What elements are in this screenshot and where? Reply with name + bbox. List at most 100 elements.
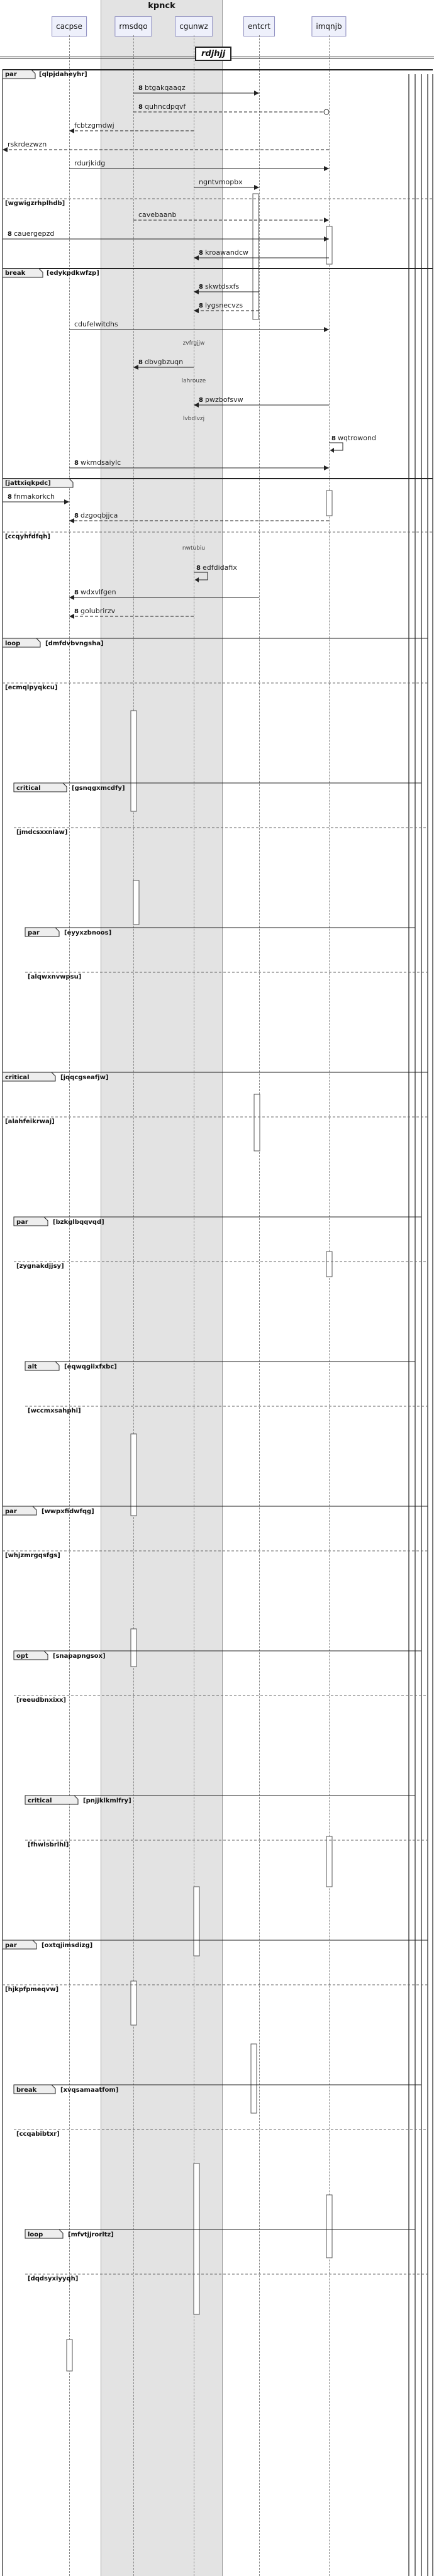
arrowhead-28 — [69, 595, 74, 600]
arrowhead-27 — [195, 577, 199, 582]
seq-number-23: 8 — [8, 494, 12, 501]
message-label-14: cdufelwitdhs — [74, 320, 118, 328]
activation-bar-1 — [326, 226, 333, 265]
lifeline-imqnjb — [329, 35, 330, 2576]
participant-cgunwz: cgunwz — [175, 16, 213, 36]
frame-top-11 — [3, 268, 433, 269]
message-label-12: skwtdsxfs — [205, 282, 240, 291]
activation-bar-7 — [130, 1433, 137, 1516]
arrowhead-4 — [3, 147, 8, 152]
nested-frame-keyword-8: critical — [28, 1797, 52, 1804]
nested-frame-keyword-5: alt — [28, 1363, 37, 1370]
frame-tab-0 — [2, 69, 36, 79]
nested-frame-guard-7: [snapapngsox] — [53, 1653, 106, 1660]
activation-bar-3 — [130, 710, 137, 812]
arrowhead-24 — [69, 518, 74, 523]
frame-divider-label-25: [ccqyhfdfqh] — [5, 533, 50, 540]
arrowhead-14 — [324, 327, 329, 332]
nested-frame-guard-1: [gsnqgxmcdfy] — [72, 785, 125, 792]
nested-divider-label-9: [hjkpfpmeqvw] — [5, 1986, 58, 1993]
diagram-title: rdjhjj — [195, 47, 232, 61]
seq-number-16: 8 — [138, 359, 143, 366]
nested-divider-label-2: [alqwxnvwpsu] — [28, 974, 81, 980]
nested-divider-label-7: [reeudbnxixx] — [16, 1697, 66, 1704]
message-label-10: kroawandcw — [205, 248, 248, 257]
frame-guard-11: [edykpdkwfzp] — [47, 270, 99, 277]
message-label-5: rdurjkidg — [74, 159, 105, 167]
nested-frame-keyword-4: par — [16, 1219, 28, 1226]
seq-number-12: 8 — [199, 284, 203, 291]
arrowhead-12 — [194, 289, 199, 294]
nested-frame-keyword-7: opt — [16, 1653, 28, 1660]
activation-bar-13 — [193, 2163, 200, 2315]
seq-number-28: 8 — [74, 589, 79, 596]
arrowhead-16 — [133, 365, 138, 370]
arrowhead-2 — [323, 109, 330, 115]
nested-frame-guard-9: [oxtqjimsdizg] — [42, 1942, 92, 1949]
arrowhead-5 — [324, 166, 329, 171]
participant-group-label: kpnck — [148, 1, 175, 11]
self-arrow-27 — [194, 572, 208, 580]
activation-bar-15 — [66, 2339, 73, 2372]
message-label-8: cavebaanb — [138, 211, 177, 219]
participant-group-box — [101, 0, 223, 2576]
seq-number-1: 8 — [138, 85, 143, 92]
nested-divider-label-6: [whjzmrgqsfgs] — [5, 1552, 60, 1559]
arrowhead-8 — [324, 218, 329, 223]
message-label-27: edfdidafix — [203, 564, 237, 572]
arrowhead-18 — [194, 402, 199, 408]
participant-rmsdqo: rmsdqo — [114, 16, 152, 36]
nested-divider-label-11: [dqdsyxiyyqh] — [28, 2275, 78, 2282]
nested-frame-guard-5: [eqwqgiixfxbc] — [64, 1363, 117, 1370]
activation-bar-4 — [133, 880, 140, 925]
arrowhead-23 — [64, 499, 69, 504]
message-label-29: golubrirzv — [81, 607, 116, 615]
arrowhead-9 — [324, 236, 329, 242]
message-label-9: cauergepzd — [14, 230, 54, 238]
nested-frame-keyword-9: par — [5, 1942, 17, 1949]
seq-number-29: 8 — [74, 608, 79, 615]
nested-frame-guard-0: [dmfdvbvngsha] — [45, 640, 104, 647]
participant-imqnjb: imqnjb — [311, 16, 347, 36]
seq-number-18: 8 — [199, 397, 203, 404]
seq-number-2: 8 — [138, 104, 143, 111]
arrowhead-13 — [194, 308, 199, 313]
lifeline-cacpse — [69, 35, 70, 2576]
activation-bar-12 — [250, 2043, 257, 2114]
self-arrow-20 — [329, 442, 343, 451]
seq-number-21: 8 — [74, 460, 79, 467]
message-label-6: ngntvmopbx — [199, 178, 243, 186]
frame-keyword-22: [jattxiqkpdc] — [5, 480, 51, 487]
activation-bar-9 — [326, 1836, 333, 1887]
activation-bar-6 — [326, 1251, 333, 1277]
arrowhead-29 — [69, 614, 74, 619]
seq-number-24: 8 — [74, 513, 79, 519]
arrowhead-6 — [254, 185, 259, 190]
frame-top-0 — [3, 69, 433, 70]
message-label-4: rskrdezwzn — [8, 140, 47, 148]
arrowhead-10 — [194, 255, 199, 260]
message-label-1: btgakqaaqz — [145, 84, 186, 92]
nested-frame-guard-4: [bzkglbqqvqd] — [53, 1219, 104, 1226]
nested-frame-keyword-10: break — [16, 2087, 37, 2094]
activation-bar-10 — [193, 1886, 200, 1957]
message-label-20: wqtrowond — [338, 434, 376, 442]
message-label-16: dbvgbzuqn — [145, 358, 183, 366]
message-label-28: wdxvlfgen — [81, 588, 116, 596]
activation-bar-5 — [253, 1094, 260, 1152]
comment-15: zvfrgjjw — [183, 340, 205, 347]
activation-bar-8 — [130, 1628, 137, 1667]
nested-divider-label-1: [jmdcsxxnlaw] — [16, 829, 67, 836]
nested-frame-keyword-1: critical — [16, 785, 41, 792]
frame-keyword-11: break — [5, 270, 26, 277]
arrowhead-1 — [254, 91, 259, 96]
message-label-2: quhncdpqvf — [145, 103, 186, 111]
nested-frame-guard-11: [mfvtjjrorltz] — [68, 2231, 114, 2238]
seq-number-20: 8 — [331, 435, 336, 442]
nested-frame-keyword-2: par — [28, 930, 40, 936]
frame-divider-label-7: [wgwigzrhplhdb] — [5, 200, 65, 207]
message-label-13: lygsnecvzs — [205, 301, 243, 309]
participant-cacpse: cacpse — [52, 16, 87, 36]
